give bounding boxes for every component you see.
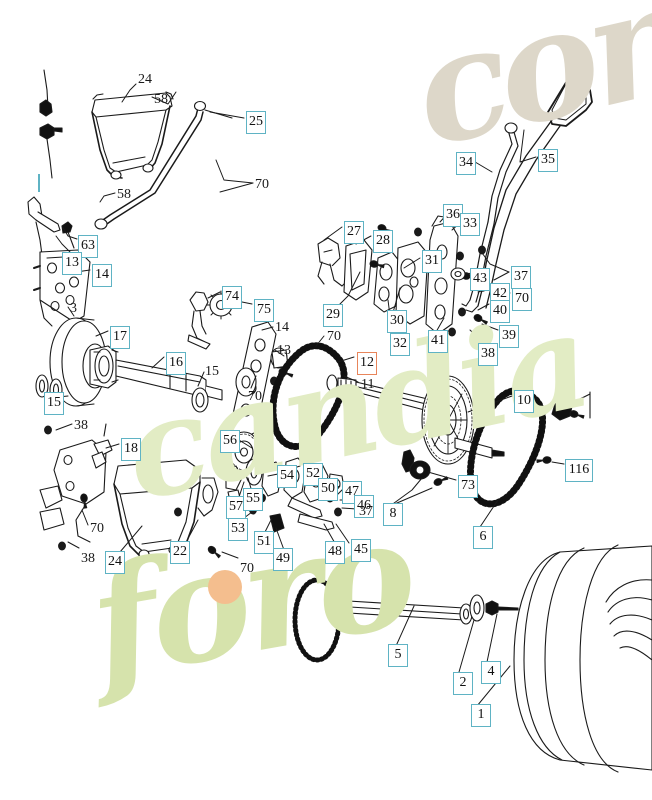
- callout-39[interactable]: 39: [499, 325, 519, 348]
- callout-32[interactable]: 32: [390, 333, 410, 356]
- callout-36[interactable]: 36: [443, 204, 463, 227]
- callout-55[interactable]: 55: [243, 488, 263, 511]
- callout-34[interactable]: 34: [456, 152, 476, 175]
- callout-29[interactable]: 29: [323, 304, 343, 327]
- callout-43[interactable]: 43: [470, 268, 490, 291]
- callout-70[interactable]: 70: [512, 288, 532, 311]
- leader-number-38: 38: [74, 418, 88, 433]
- callout-54[interactable]: 54: [277, 465, 297, 488]
- callout-8[interactable]: 8: [383, 503, 403, 526]
- callout-17[interactable]: 17: [110, 326, 130, 349]
- callout-37[interactable]: 37: [511, 266, 531, 289]
- leader-number-3: 3: [70, 301, 77, 316]
- callout-45[interactable]: 45: [351, 539, 371, 562]
- callout-28[interactable]: 28: [373, 230, 393, 253]
- callout-12[interactable]: 12: [357, 352, 377, 375]
- callout-10[interactable]: 10: [514, 390, 534, 413]
- callout-22[interactable]: 22: [170, 541, 190, 564]
- callout-49[interactable]: 49: [273, 548, 293, 571]
- leader-number-58: 58: [154, 92, 168, 107]
- callout-57[interactable]: 57: [226, 496, 246, 519]
- callout-13[interactable]: 13: [62, 252, 82, 275]
- leader-number-15: 15: [205, 364, 219, 379]
- leader-number-13: 13: [277, 343, 291, 358]
- callout-15[interactable]: 15: [44, 392, 64, 415]
- callout-33[interactable]: 33: [460, 213, 480, 236]
- callout-27[interactable]: 27: [344, 221, 364, 244]
- callout-30[interactable]: 30: [387, 310, 407, 333]
- callout-5[interactable]: 5: [388, 644, 408, 667]
- leader-number-11: 11: [361, 377, 375, 392]
- callout-6[interactable]: 6: [473, 526, 493, 549]
- callout-53[interactable]: 53: [228, 518, 248, 541]
- leader-number-70: 70: [90, 521, 104, 536]
- callout-25[interactable]: 25: [246, 111, 266, 134]
- callout-74[interactable]: 74: [222, 286, 242, 309]
- callout-40[interactable]: 40: [490, 300, 510, 323]
- callout-18[interactable]: 18: [121, 438, 141, 461]
- callout-48[interactable]: 48: [325, 541, 345, 564]
- leader-number-70: 70: [255, 177, 269, 192]
- callout-2[interactable]: 2: [453, 672, 473, 695]
- callout-38[interactable]: 38: [478, 343, 498, 366]
- leader-number-58: 58: [117, 187, 131, 202]
- leader-number-14: 14: [275, 320, 289, 335]
- leader-number-37: 37: [359, 504, 373, 519]
- callout-50[interactable]: 50: [318, 478, 338, 501]
- callout-31[interactable]: 31: [422, 250, 442, 273]
- callout-16[interactable]: 16: [166, 352, 186, 375]
- callout-116[interactable]: 116: [565, 459, 593, 482]
- callout-24[interactable]: 24: [105, 551, 125, 574]
- leader-number-70: 70: [327, 329, 341, 344]
- callout-4[interactable]: 4: [481, 661, 501, 684]
- callout-14[interactable]: 14: [92, 264, 112, 287]
- leader-number-70: 70: [248, 389, 262, 404]
- callout-75[interactable]: 75: [254, 299, 274, 322]
- callout-56[interactable]: 56: [220, 430, 240, 453]
- callout-46[interactable]: 46: [354, 495, 374, 518]
- leader-number-24: 24: [138, 72, 152, 87]
- callout-63[interactable]: 63: [78, 235, 98, 258]
- callout-1[interactable]: 1: [471, 704, 491, 727]
- callout-73[interactable]: 73: [458, 475, 478, 498]
- leader-number-70: 70: [240, 561, 254, 576]
- callout-41[interactable]: 41: [428, 330, 448, 353]
- edge-callout-tick: [38, 174, 40, 192]
- leader-number-38: 38: [81, 551, 95, 566]
- callout-51[interactable]: 51: [254, 531, 274, 554]
- callout-35[interactable]: 35: [538, 149, 558, 172]
